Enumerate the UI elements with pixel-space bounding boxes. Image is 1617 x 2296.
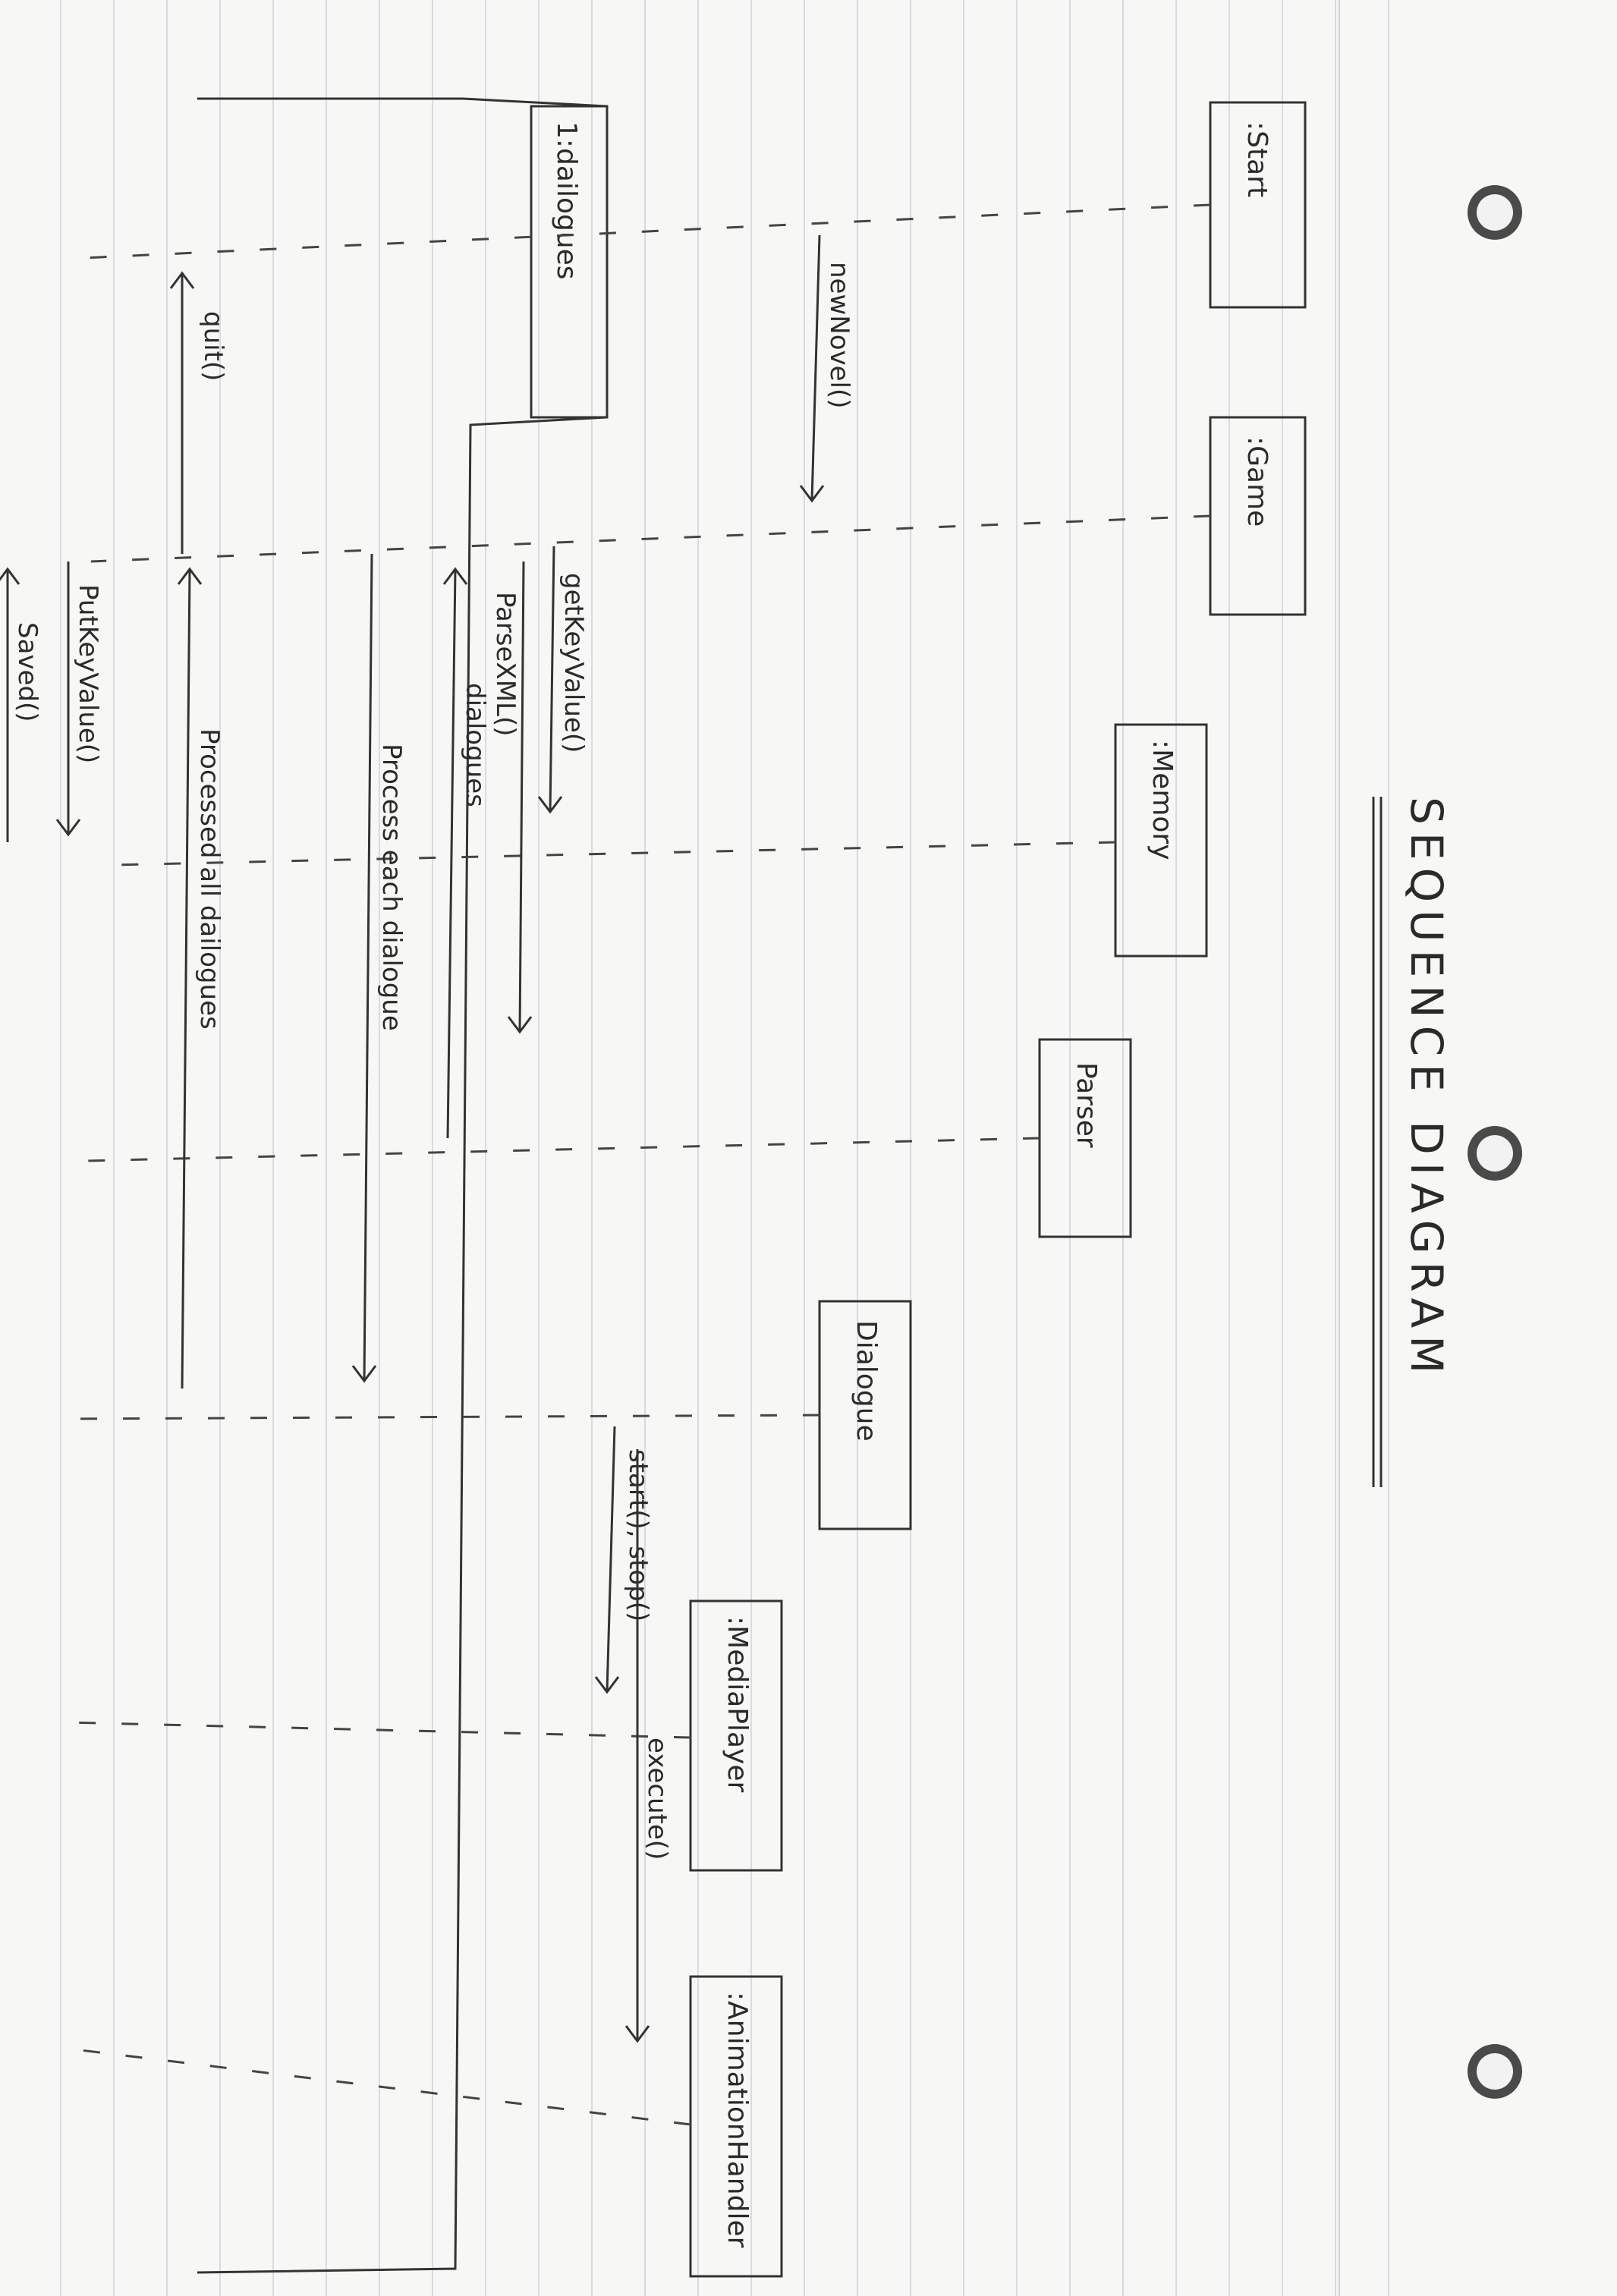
message-saved: Saved()	[0, 567, 42, 842]
message-parse-xml: ParseXML()	[490, 561, 533, 1034]
lifeline-animation-handler: :AnimationHandler	[689, 1975, 783, 2278]
loop-fragment: 1:dailogues	[197, 97, 609, 2274]
message-quit: quit()	[169, 271, 228, 554]
message-get-key-value: getKeyValue()	[537, 546, 589, 814]
lifeline-label-start: :Start	[1241, 121, 1273, 197]
lifeline-start: :Start	[1209, 101, 1307, 309]
sequence-diagram: SEQUENCE DIAGRAM :Start :Game :Memory Pa…	[0, 97, 1452, 2278]
message-label-new-novel: newNovel()	[824, 262, 854, 409]
message-label-put-key-value: PutKeyValue()	[73, 584, 103, 763]
message-dialogues: dialogues	[442, 567, 490, 1139]
message-processed-all: Processed all dailogues	[177, 567, 225, 1389]
message-label-parse-xml: ParseXML()	[490, 592, 521, 737]
lifeline-label-game: :Game	[1241, 436, 1273, 527]
lifeline-label-parser: Parser	[1071, 1062, 1102, 1148]
lifeline-line-media-player	[68, 1721, 691, 1739]
lifeline-line-start	[83, 203, 1211, 259]
lifeline-dialogue: Dialogue	[818, 1300, 912, 1530]
lifeline-media-player: :MediaPlayer	[689, 1599, 783, 1872]
lifeline-label-media-player: :MediaPlayer	[722, 1616, 753, 1792]
message-label-saved: Saved()	[12, 622, 42, 722]
message-label-get-key-value: getKeyValue()	[558, 573, 589, 753]
message-put-key-value: PutKeyValue()	[55, 561, 103, 837]
lifeline-label-animation-handler: :AnimationHandler	[722, 1992, 753, 2248]
lifeline-memory: :Memory	[1114, 723, 1208, 958]
message-label-execute: execute()	[642, 1738, 672, 1860]
message-label-quit: quit()	[198, 311, 228, 381]
lifeline-label-memory: :Memory	[1147, 740, 1178, 860]
message-label-process-each-dialogue: Process each dialogue	[376, 744, 407, 1031]
message-label-processed-all: Processed all dailogues	[194, 728, 225, 1030]
fragment-label: 1:dailogues	[551, 121, 582, 280]
message-new-novel: newNovel()	[799, 234, 854, 503]
diagram-title: SEQUENCE DIAGRAM	[1401, 797, 1452, 1381]
message-process-each-dialogue: Process each dialogue	[351, 553, 407, 1383]
message-execute: execute()	[624, 1449, 672, 2043]
lifeline-line-game	[90, 514, 1211, 563]
lifeline-line-animation-handler	[68, 2047, 691, 2126]
message-label-dialogues: dialogues	[460, 683, 490, 807]
paper-rules	[60, 0, 1389, 2296]
lifeline-line-parser	[83, 1137, 1040, 1162]
binder-holes	[1468, 185, 1522, 2099]
lifeline-label-dialogue: Dialogue	[851, 1320, 882, 1442]
